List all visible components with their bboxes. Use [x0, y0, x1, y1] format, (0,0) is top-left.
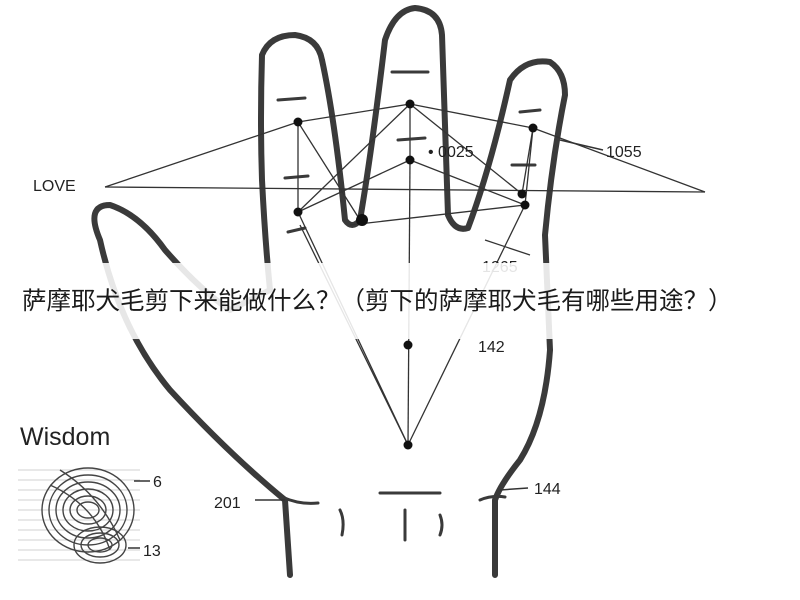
finger-creases: [276, 70, 542, 542]
caption-banner: [0, 263, 800, 339]
label-13: 13: [143, 543, 161, 560]
label-144: 144: [534, 481, 561, 498]
fingerprint-inset: Wisdom 6: [18, 423, 162, 564]
label-love: LOVE: [33, 178, 76, 195]
label-leaders: [255, 139, 604, 501]
hand-outline: [91, 5, 568, 578]
label-6: 6: [153, 474, 162, 491]
label-0025: • 0025: [428, 144, 474, 161]
label-142: 142: [478, 339, 505, 356]
label-201: 201: [214, 495, 241, 512]
label-wisdom: Wisdom: [20, 423, 110, 451]
label-1055: 1055: [606, 144, 642, 161]
article-title: 萨摩耶犬毛剪下来能做什么？（剪下的萨摩耶犬毛有哪些用途？）: [22, 286, 733, 315]
diagram-points: [293, 99, 538, 450]
